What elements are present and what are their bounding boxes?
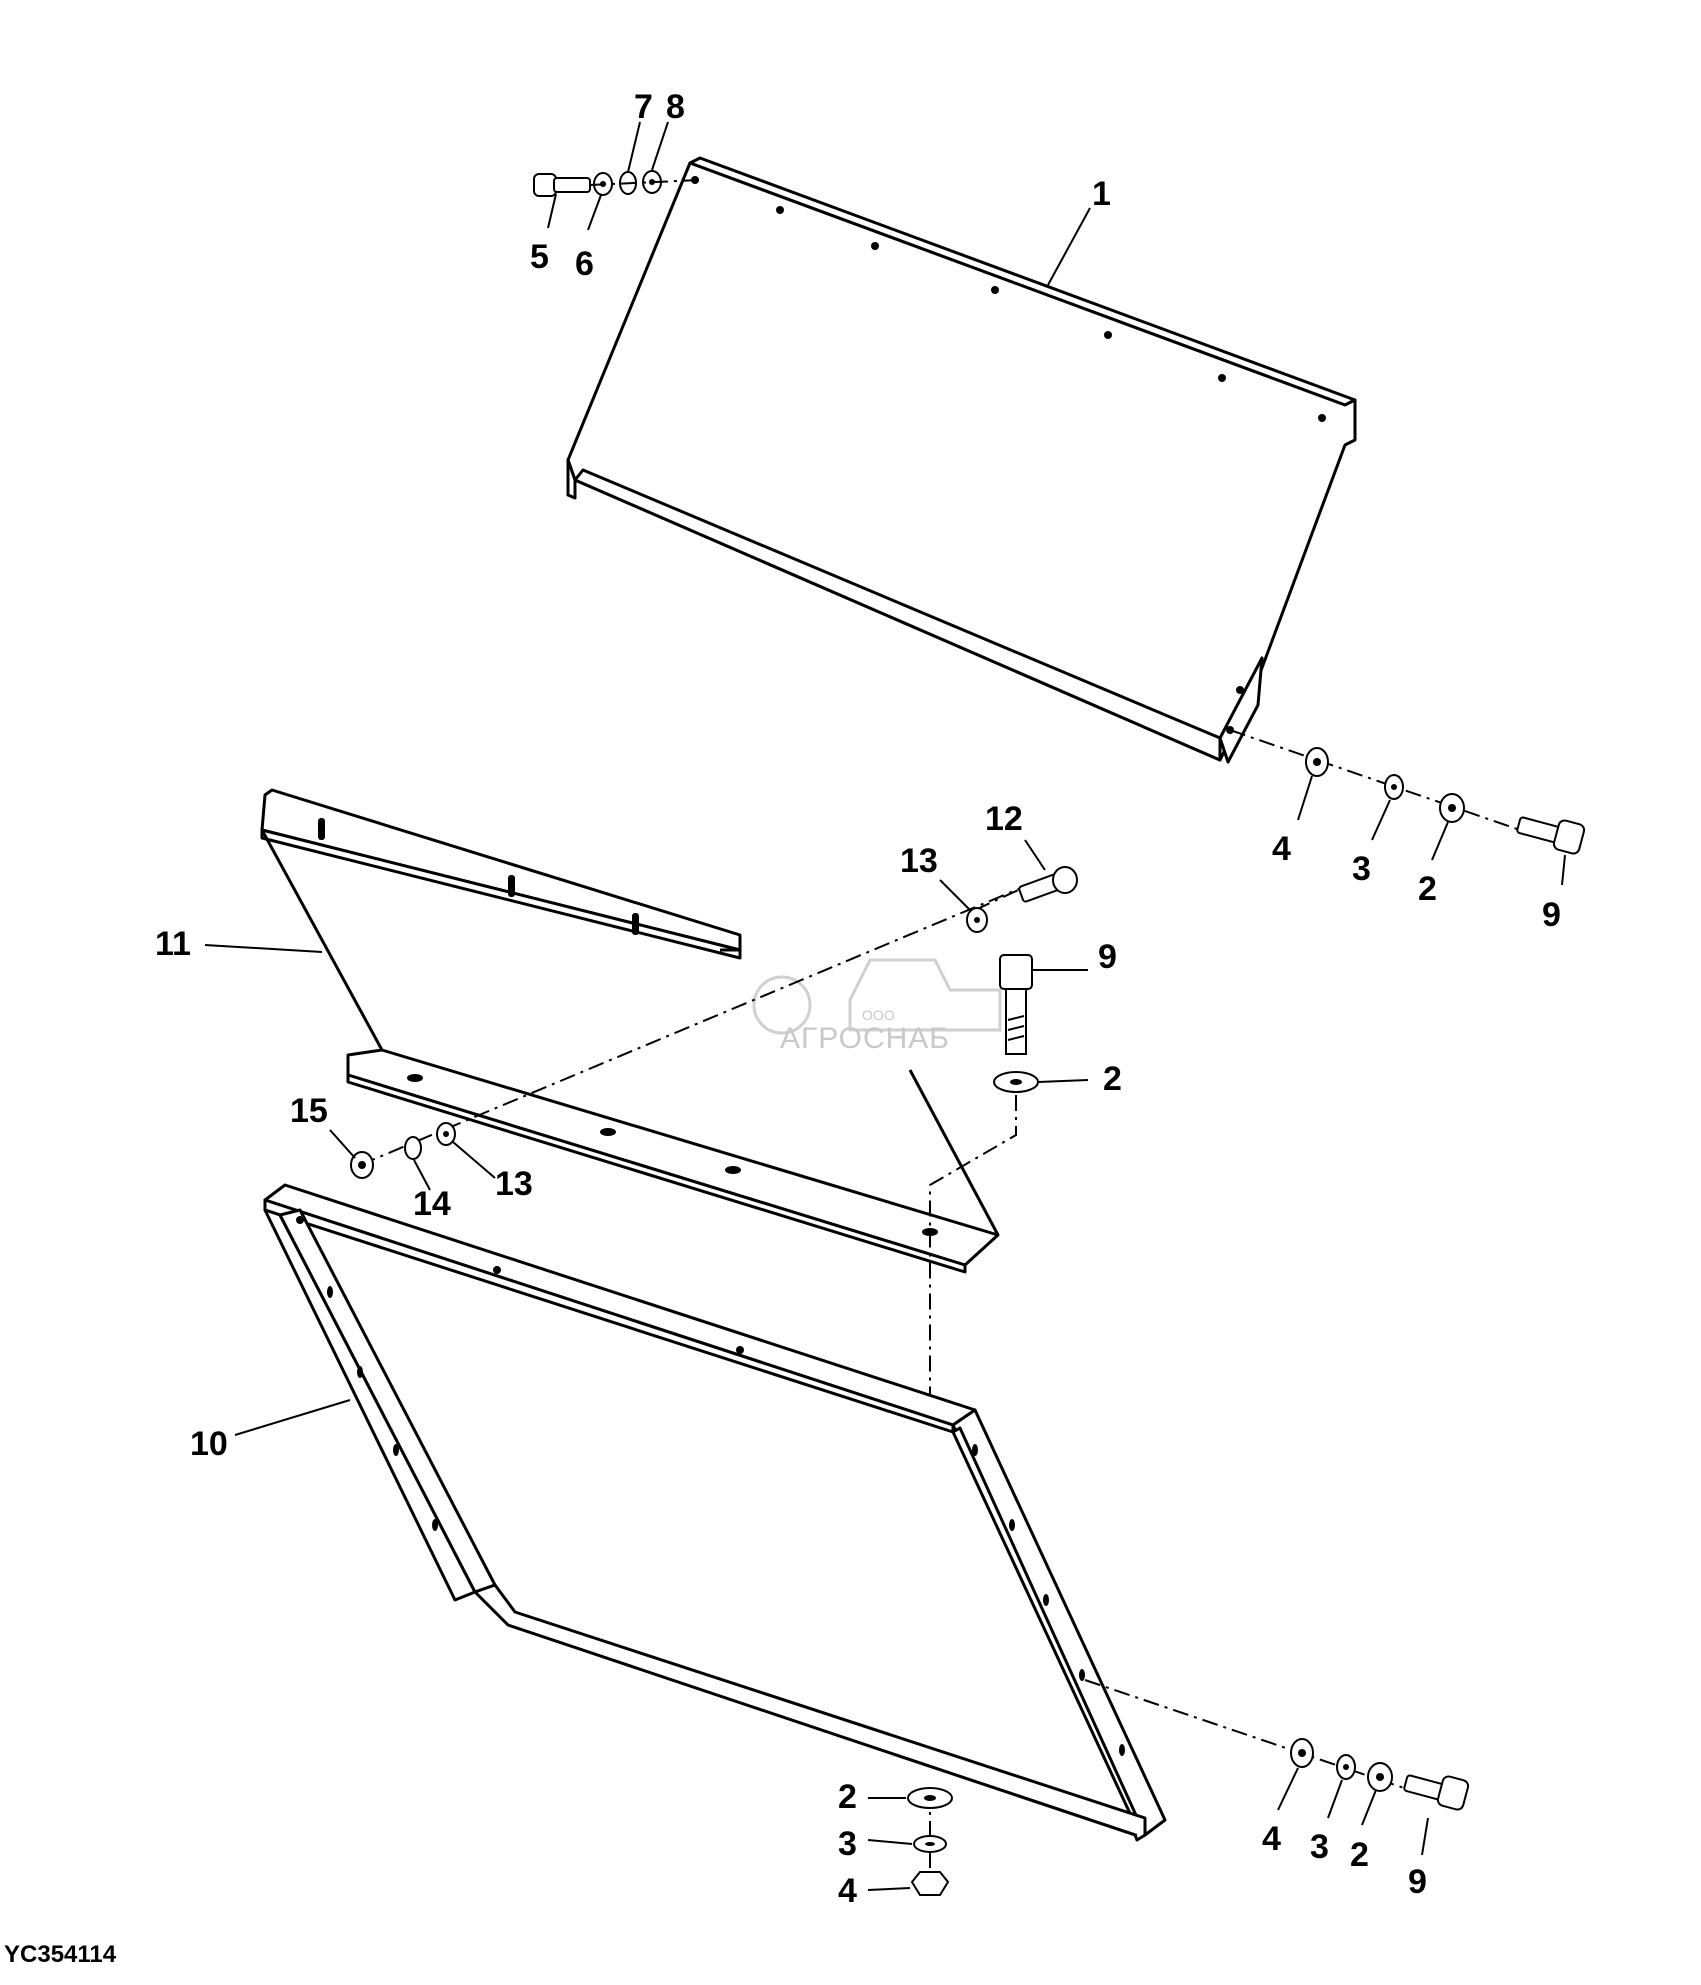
callout-4-lower: 4 bbox=[1262, 1820, 1281, 1858]
callout-8: 8 bbox=[666, 88, 685, 126]
part-1-upper-shield bbox=[566, 156, 1357, 764]
callout-9-upper: 9 bbox=[1542, 896, 1561, 934]
callout-14: 14 bbox=[413, 1185, 451, 1223]
callout-2-upper: 2 bbox=[1418, 870, 1437, 908]
callout-labels: 1 7 8 5 6 4 3 2 9 12 13 9 2 11 15 14 13 … bbox=[155, 88, 1561, 1910]
middle-hardware bbox=[350, 866, 1078, 1410]
callout-9-lower: 9 bbox=[1408, 1863, 1427, 1901]
callout-1: 1 bbox=[1092, 175, 1111, 213]
callout-11: 11 bbox=[155, 925, 191, 963]
agrosnab-watermark: ООО АГРОСНАБ bbox=[752, 958, 1002, 1055]
callout-5: 5 bbox=[530, 238, 549, 276]
callout-9-middle: 9 bbox=[1098, 938, 1117, 976]
callout-2-middle: 2 bbox=[1103, 1060, 1122, 1098]
watermark-prefix: ООО bbox=[862, 1007, 895, 1023]
bottom-hardware-stack bbox=[907, 1787, 953, 1896]
upper-left-hardware bbox=[533, 170, 701, 197]
upper-right-hardware bbox=[1229, 729, 1586, 855]
callout-13-lower: 13 bbox=[495, 1165, 533, 1203]
callout-2-bottom: 2 bbox=[838, 1778, 857, 1816]
leader-lines bbox=[204, 121, 1566, 1891]
figure-id: YC354114 bbox=[4, 1941, 117, 1968]
callout-2-lower: 2 bbox=[1350, 1836, 1369, 1874]
part-11-middle-plate bbox=[260, 788, 1000, 1274]
callout-3-lower: 3 bbox=[1310, 1828, 1329, 1866]
callout-15: 15 bbox=[290, 1092, 328, 1130]
watermark-name: АГРОСНАБ bbox=[780, 1022, 950, 1055]
callout-13-upper: 13 bbox=[900, 842, 938, 880]
callout-7: 7 bbox=[634, 88, 653, 126]
callout-12: 12 bbox=[985, 800, 1023, 838]
lower-right-hardware bbox=[1084, 1679, 1470, 1811]
callout-3-bottom: 3 bbox=[838, 1825, 857, 1863]
callout-6: 6 bbox=[575, 245, 594, 283]
callout-4-bottom: 4 bbox=[838, 1872, 857, 1910]
part-10-lower-frame bbox=[263, 1183, 1167, 1842]
callout-10: 10 bbox=[190, 1425, 228, 1463]
callout-4-upper: 4 bbox=[1272, 830, 1291, 868]
callout-3-upper: 3 bbox=[1352, 850, 1371, 888]
